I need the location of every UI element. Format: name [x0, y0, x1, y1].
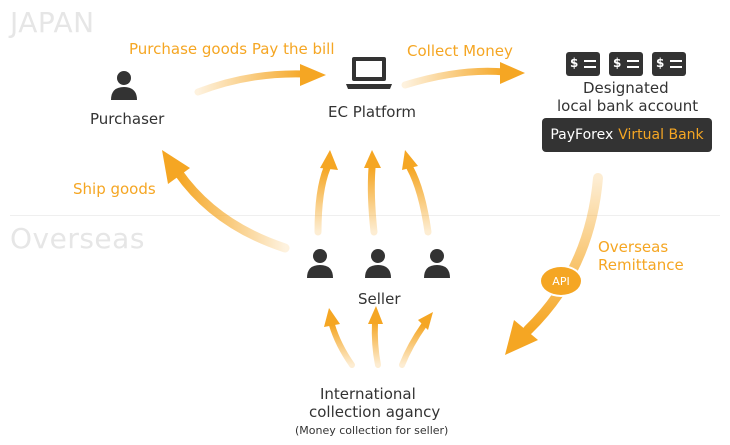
- payforex-brand: PayForex: [550, 127, 614, 143]
- arrow-seller-to-ec-middle: [364, 150, 381, 236]
- region-divider: [10, 215, 720, 216]
- label-overseas-remittance-1: Overseas: [598, 238, 669, 256]
- laptop-icon: [346, 57, 392, 89]
- agency-label-line2: collection agancy: [309, 403, 441, 421]
- bank-card-icon: $: [609, 52, 643, 76]
- arrow-collect-money: [401, 62, 525, 89]
- virtual-bank-label: Virtual Bank: [618, 127, 704, 143]
- person-icon: [424, 249, 450, 278]
- ec-platform-label: EC Platform: [328, 103, 416, 121]
- arrow-ship-goods: [162, 150, 290, 253]
- arrow-agency-to-seller-right: [399, 312, 433, 368]
- person-icon: [307, 249, 333, 278]
- bank-card-icon: $: [566, 52, 600, 76]
- label-purchase: Purchase goods Pay the bill: [129, 40, 335, 58]
- purchaser-label: Purchaser: [90, 110, 165, 128]
- label-collect-money: Collect Money: [407, 42, 513, 60]
- agency-note: (Money collection for seller): [295, 424, 449, 437]
- bank-label-line1: Designated: [583, 79, 669, 97]
- arrow-seller-to-ec-left: [314, 150, 338, 236]
- label-ship-goods: Ship goods: [73, 180, 156, 198]
- bank-label-line2: local bank account: [557, 97, 699, 115]
- arrow-seller-to-ec-right: [402, 150, 432, 236]
- api-badge: API: [539, 265, 583, 297]
- arrow-agency-to-seller-middle: [368, 306, 383, 368]
- person-icon: [365, 249, 391, 278]
- label-overseas-remittance-2: Remittance: [598, 256, 684, 274]
- arrow-overseas-remittance: [505, 173, 603, 355]
- seller-label: Seller: [358, 290, 401, 308]
- region-label-japan: JAPAN: [10, 6, 95, 39]
- region-label-overseas: Overseas: [10, 222, 145, 255]
- agency-label-line1: International: [320, 385, 416, 403]
- arrow-agency-to-seller-left: [324, 308, 355, 368]
- bank-card-icon: $: [652, 52, 686, 76]
- arrow-purchase: [194, 64, 326, 96]
- person-icon: [111, 71, 137, 100]
- payforex-virtual-bank-badge: PayForex Virtual Bank: [542, 118, 712, 152]
